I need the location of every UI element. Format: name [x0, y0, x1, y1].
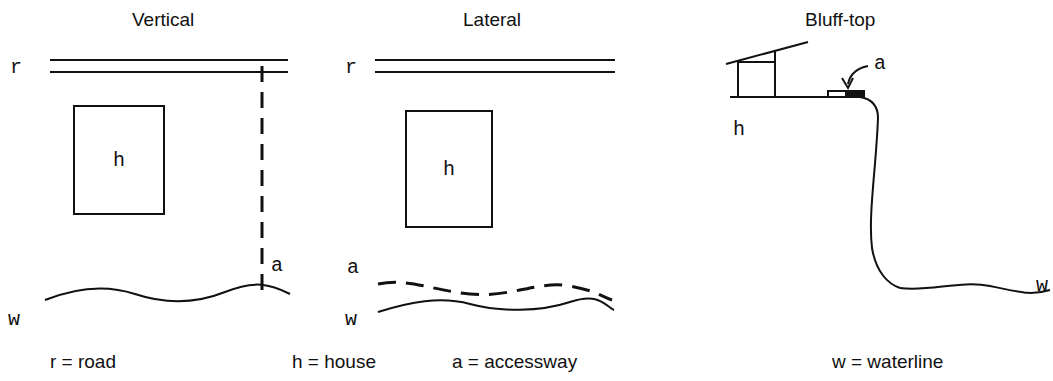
- road-line: [50, 71, 288, 73]
- legend-text: r = road: [50, 352, 116, 371]
- house-box: h: [73, 105, 165, 215]
- panel-title: Lateral: [463, 10, 521, 29]
- house-letter: h: [733, 120, 745, 140]
- panel-title: Bluff-top: [805, 10, 875, 29]
- road-letter: r: [345, 58, 357, 78]
- road-line: [50, 59, 288, 61]
- house-letter: h: [443, 158, 455, 181]
- waterline: [45, 285, 290, 302]
- accessway-mark: [846, 91, 864, 97]
- accessway-line: [261, 66, 264, 292]
- waterline-letter: w: [8, 310, 20, 330]
- accessway-letter: a: [271, 256, 283, 276]
- house-letter: h: [113, 149, 125, 172]
- accessway-letter: a: [347, 258, 359, 278]
- house-post: [774, 50, 776, 97]
- road-line: [375, 59, 615, 61]
- waterline-letter: w: [1036, 276, 1048, 296]
- accessway-mark: [828, 91, 864, 97]
- house-floor: [738, 61, 775, 63]
- legend-text: w = waterline: [832, 352, 943, 371]
- waterline: [378, 298, 614, 312]
- panel-title: Vertical: [132, 10, 194, 29]
- accessway-line: [378, 282, 612, 300]
- legend-text: a = accessway: [452, 352, 577, 371]
- waterline-letter: w: [345, 310, 357, 330]
- accessway-letter: a: [874, 54, 886, 74]
- bluff-outline: [730, 97, 900, 288]
- road-line: [375, 71, 615, 73]
- house-box: h: [405, 110, 493, 228]
- waterline: [900, 284, 1050, 293]
- legend-text: h = house: [292, 352, 376, 371]
- arrow-head: [842, 78, 853, 88]
- house-post: [737, 60, 739, 97]
- road-letter: r: [10, 58, 22, 78]
